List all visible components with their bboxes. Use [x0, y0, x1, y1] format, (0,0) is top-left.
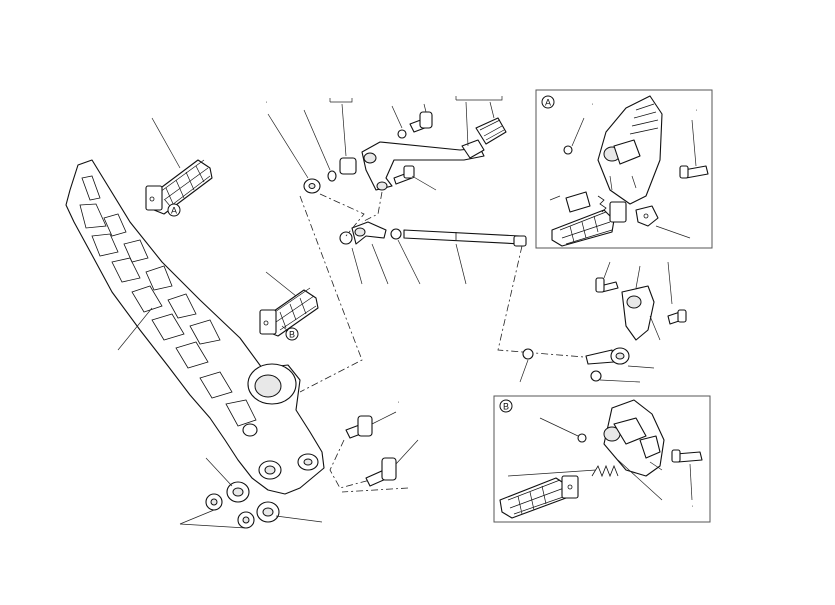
bolt-right-1 [595, 277, 619, 293]
gear-linkage-rod [403, 229, 527, 247]
shaft-right [585, 347, 630, 365]
bushing-set [205, 481, 280, 529]
callout-a-upper: A [164, 199, 181, 217]
footpeg-rider-lower [259, 287, 319, 337]
bolt-right-2 [667, 309, 687, 325]
spacer-top [339, 157, 357, 175]
nut-right [590, 370, 602, 382]
callout-b-lower: B [281, 325, 299, 341]
o-ring-top [327, 170, 337, 182]
svg-text:A: A [171, 206, 177, 216]
footpeg-hanger-bracket [65, 159, 325, 495]
leader-bracket [117, 307, 153, 351]
leader-footpeg-lower [265, 271, 297, 297]
leader-footpeg-upper [151, 117, 181, 169]
svg-text:B: B [289, 330, 295, 340]
shift-lever [361, 139, 485, 191]
o-ring-2 [397, 129, 407, 139]
pivot-bolt-upper [345, 411, 397, 439]
pivot-bolt-lower [365, 439, 419, 487]
svg-text:': ' [692, 506, 693, 512]
pin-bolt [409, 111, 433, 133]
svg-text:': ' [592, 104, 593, 110]
assembly-line-1 [319, 193, 365, 237]
bushing-right [522, 348, 534, 360]
detail-view-b: B [493, 395, 711, 523]
svg-text:B: B [503, 402, 509, 412]
linkage-joint [339, 221, 402, 245]
washer-top [303, 178, 321, 194]
svg-text:': ' [398, 402, 399, 408]
lever-screw [393, 165, 415, 185]
svg-text:A: A [545, 98, 551, 108]
shift-rubber [475, 117, 507, 145]
peg-holder-right [621, 285, 655, 341]
detail-view-a: A [535, 89, 713, 249]
svg-text:': ' [696, 110, 697, 116]
svg-text:': ' [266, 102, 267, 108]
